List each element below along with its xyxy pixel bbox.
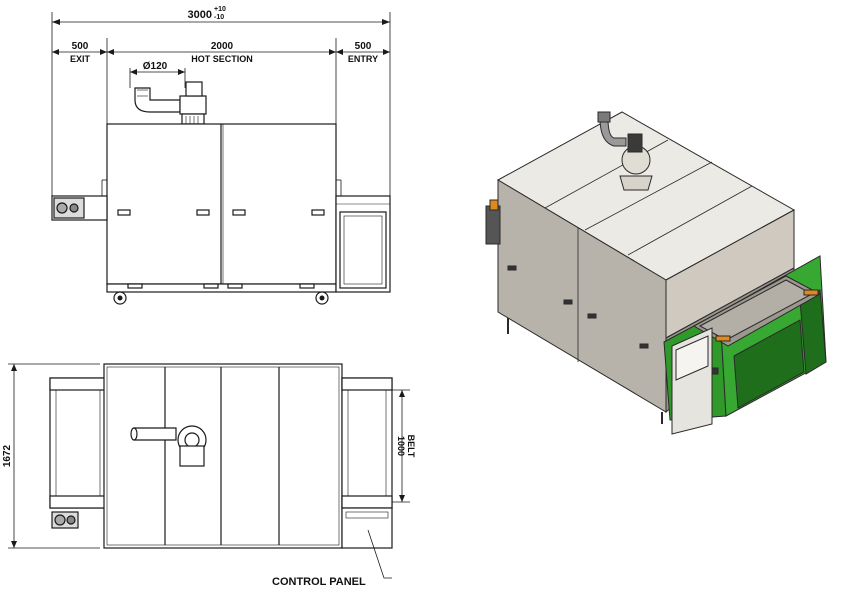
isometric-view — [485, 111, 827, 435]
hot-length-label: 2000 — [211, 41, 234, 52]
entry-label: ENTRY — [348, 54, 378, 64]
exit-length-label: 500 — [72, 41, 89, 52]
plan-view — [8, 363, 410, 579]
overall-length-label: 3000 — [188, 9, 212, 21]
exit-label: EXIT — [70, 54, 91, 64]
tolerance-plus-label: +10 — [214, 6, 226, 13]
hot-section-label: HOT SECTION — [191, 54, 253, 64]
duct-diameter-label: Ø120 — [143, 61, 168, 72]
control-panel-callout: CONTROL PANEL — [272, 576, 366, 588]
entry-length-label: 500 — [355, 41, 372, 52]
tolerance-minus-label: -10 — [214, 14, 224, 21]
front-view — [51, 12, 391, 305]
belt-label: BELT — [406, 435, 416, 458]
belt-width-label: 1000 — [396, 436, 406, 456]
dimension-labels: 3000 +10 -10 500 EXIT 2000 HOT SECTION 5… — [2, 6, 416, 588]
overall-width-label: 1672 — [2, 444, 13, 467]
